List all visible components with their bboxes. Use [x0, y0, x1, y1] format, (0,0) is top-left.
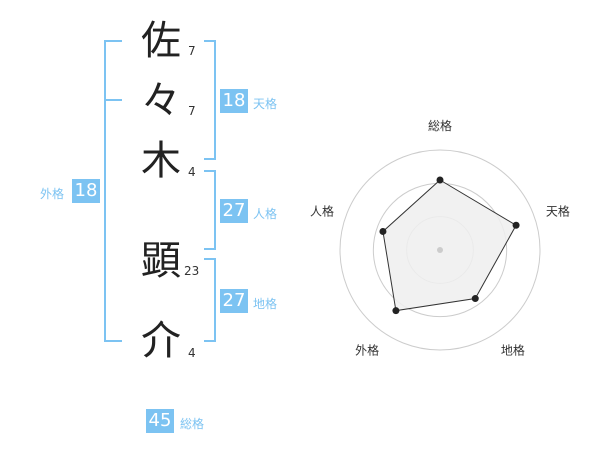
radar-point-2	[512, 221, 520, 229]
jinkaku-bracket	[204, 170, 216, 250]
stroke-count-2: 7	[188, 104, 196, 118]
radar-ring-3	[339, 149, 541, 351]
gaikaku-score: 18	[72, 179, 100, 203]
soukaku-label: 総格	[180, 417, 205, 431]
jinkaku-label: 人格	[253, 207, 278, 221]
name-char-2: 々	[141, 78, 181, 124]
gaikaku-bracket	[104, 40, 122, 342]
radar-axis-label-4: 外格	[355, 342, 379, 357]
stroke-count-5: 4	[188, 346, 196, 360]
name-char-5: 介	[141, 318, 181, 364]
jinkaku-score: 27	[220, 199, 248, 223]
radar-point-1	[436, 176, 444, 184]
radar-axis-label-1: 総格	[428, 118, 452, 133]
radar-center-point	[437, 247, 443, 253]
chikaku-label: 地格	[253, 297, 278, 311]
stroke-count-4: 23	[184, 264, 200, 278]
radar-point-5	[379, 227, 387, 235]
name-char-4: 顕	[141, 238, 181, 284]
stroke-count-3: 4	[188, 165, 196, 179]
radar-point-4	[392, 307, 400, 315]
radar-axis-label-2: 天格	[546, 204, 570, 219]
name-char-3: 木	[141, 138, 181, 184]
name-char-1: 佐	[141, 18, 181, 64]
radar-axis-label-5: 人格	[310, 204, 334, 219]
stroke-count-1: 7	[188, 44, 196, 58]
gaikaku-label: 外格	[40, 187, 65, 201]
radar-point-3	[471, 295, 479, 303]
tenkaku-bracket	[204, 40, 216, 160]
chikaku-score: 27	[220, 289, 248, 313]
radar-axis-label-3: 地格	[501, 342, 525, 357]
chikaku-bracket	[204, 258, 216, 342]
gaikaku-bracket-tick	[104, 99, 122, 101]
tenkaku-label: 天格	[253, 97, 278, 111]
radar-series-area	[382, 179, 517, 312]
tenkaku-score: 18	[220, 89, 248, 113]
soukaku-score: 45	[146, 409, 174, 433]
